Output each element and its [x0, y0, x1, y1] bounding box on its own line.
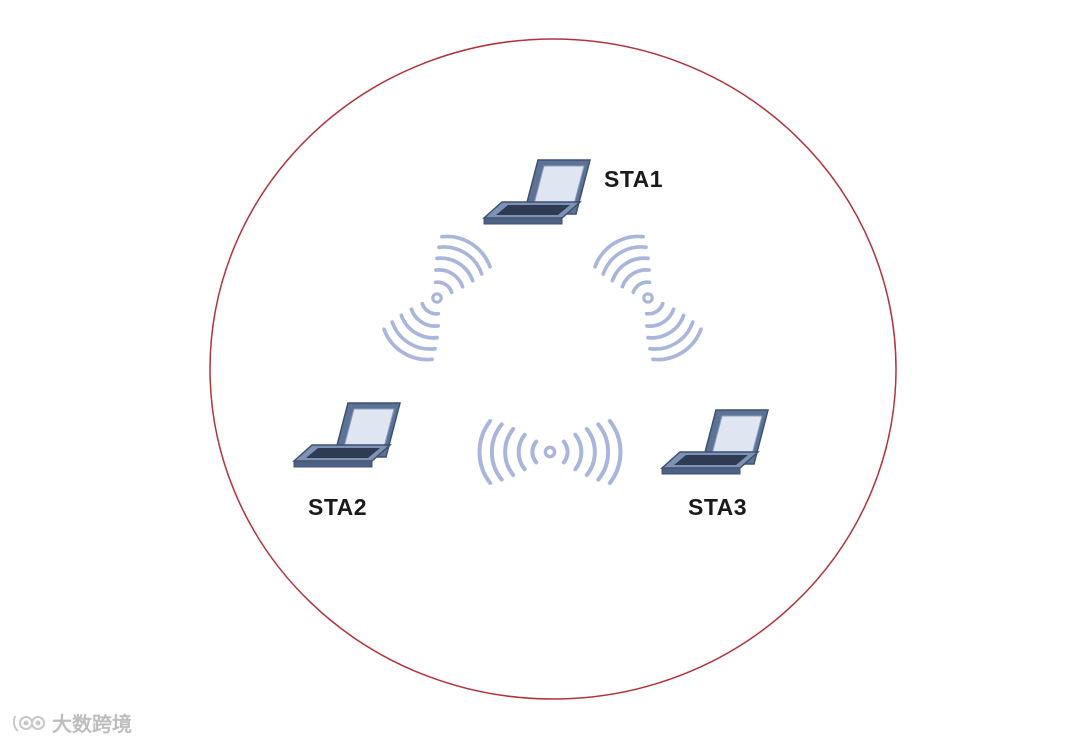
station-label-sta3: STA3: [688, 494, 748, 520]
watermark: 大数跨境: [12, 708, 132, 737]
watermark-logo-icon: [13, 715, 45, 732]
wireless-signal-icon: [480, 421, 621, 483]
watermark-text: 大数跨境: [52, 712, 132, 736]
network-boundary-circle: [209, 38, 897, 700]
laptop-icon: [293, 402, 401, 468]
wireless-signal-icon: [588, 226, 708, 370]
station-label-sta1: STA1: [604, 166, 664, 192]
wireless-signal-icon: [377, 226, 497, 370]
laptop-icon: [661, 409, 769, 475]
station-label-sta2: STA2: [308, 494, 368, 520]
laptop-icon: [483, 159, 591, 225]
